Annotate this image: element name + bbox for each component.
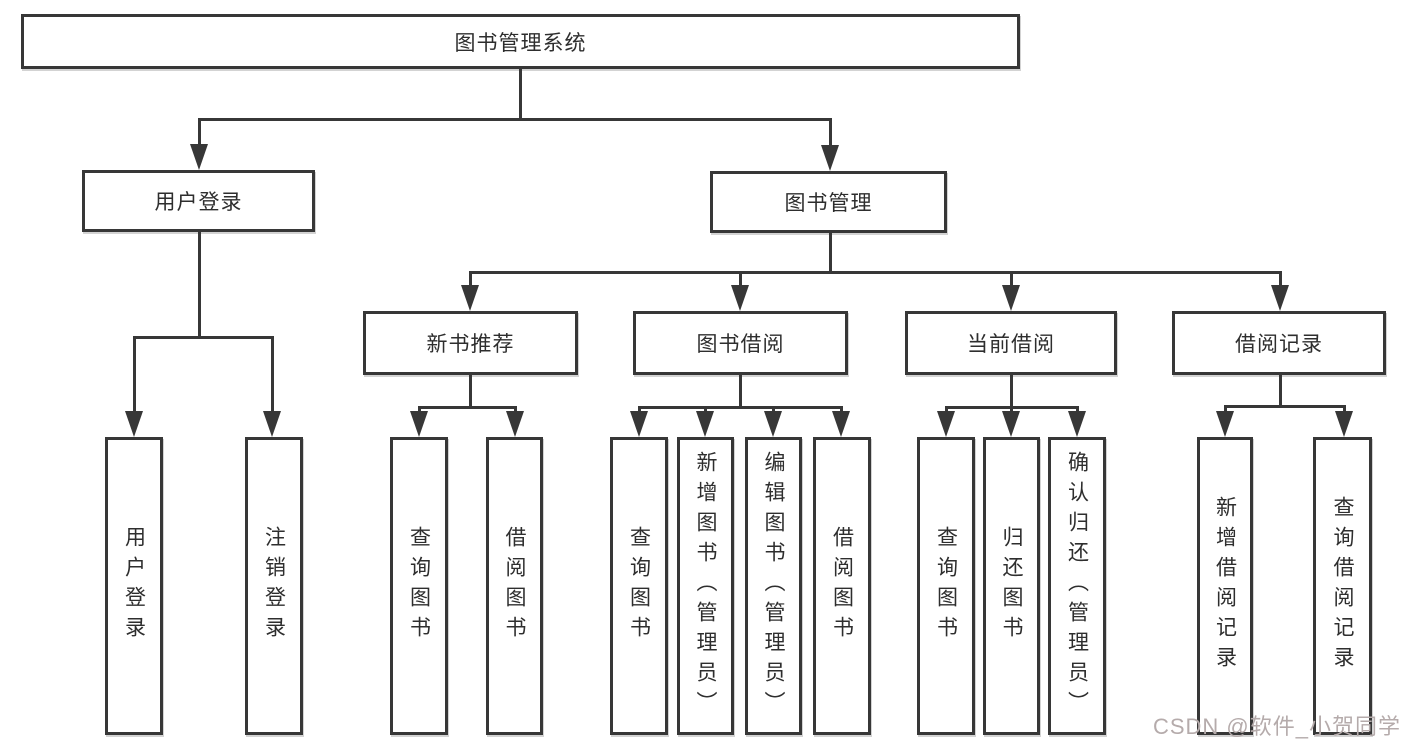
- connector-line: [1279, 375, 1282, 405]
- arrowhead-icon: [764, 411, 782, 437]
- leaf-add-books-admin: 新增图书（管理员）: [677, 437, 734, 735]
- arrowhead-icon: [190, 144, 208, 170]
- arrowhead-icon: [1335, 411, 1353, 437]
- connector-line: [418, 406, 517, 409]
- node-book-management: 图书管理: [710, 171, 947, 233]
- connector-line: [1279, 271, 1282, 287]
- arrowhead-icon: [125, 411, 143, 437]
- connector-line: [840, 406, 843, 414]
- arrowhead-icon: [832, 411, 850, 437]
- connector-line: [638, 406, 641, 414]
- node-user-login: 用户登录: [82, 170, 315, 232]
- node-label: 用户登录: [154, 191, 243, 214]
- node-library-system: 图书管理系统: [21, 14, 1020, 69]
- arrowhead-icon: [630, 411, 648, 437]
- connector-line: [198, 232, 201, 336]
- connector-line: [469, 271, 472, 287]
- arrowhead-icon: [937, 411, 955, 437]
- leaf-label: 查询图书: [407, 526, 431, 646]
- connector-line: [739, 271, 742, 287]
- leaf-confirm-return-admin: 确认归还（管理员）: [1048, 437, 1106, 735]
- connector-line: [1010, 406, 1013, 414]
- arrowhead-icon: [1002, 411, 1020, 437]
- leaf-label: 注销登录: [262, 526, 286, 646]
- leaf-query-borrow-record: 查询借阅记录: [1313, 437, 1372, 735]
- arrowhead-icon: [696, 411, 714, 437]
- connector-line: [945, 406, 948, 414]
- arrowhead-icon: [1002, 285, 1020, 311]
- connector-line: [469, 271, 1282, 274]
- connector-line: [739, 375, 742, 406]
- leaf-logout: 注销登录: [245, 437, 303, 735]
- node-label: 图书借阅: [696, 333, 785, 356]
- leaf-label: 用户登录: [122, 526, 146, 646]
- arrowhead-icon: [821, 145, 839, 171]
- connector-line: [1343, 405, 1346, 414]
- leaf-label: 查询借阅记录: [1331, 496, 1355, 676]
- leaf-query-books-recommend: 查询图书: [390, 437, 448, 735]
- node-book-borrowing: 图书借阅: [633, 311, 848, 375]
- connector-line: [514, 406, 517, 414]
- connector-line: [1010, 271, 1013, 287]
- connector-line: [1010, 375, 1013, 406]
- node-label: 借阅记录: [1235, 333, 1323, 356]
- arrowhead-icon: [1216, 411, 1234, 437]
- arrowhead-icon: [410, 411, 428, 437]
- leaf-label: 借阅图书: [830, 526, 854, 646]
- connector-line: [198, 118, 201, 146]
- leaf-label: 新增图书（管理员）: [694, 451, 718, 721]
- leaf-label: 编辑图书（管理员）: [762, 451, 786, 721]
- node-label: 当前借阅: [967, 333, 1055, 356]
- node-borrowing-records: 借阅记录: [1172, 311, 1386, 375]
- node-label: 图书管理系统: [454, 31, 587, 55]
- connector-line: [271, 336, 274, 413]
- arrowhead-icon: [1068, 411, 1086, 437]
- connector-line: [519, 69, 522, 118]
- leaf-label: 归还图书: [1000, 526, 1024, 646]
- connector-line: [133, 336, 136, 413]
- arrowhead-icon: [263, 411, 281, 437]
- leaf-user-login: 用户登录: [105, 437, 163, 735]
- connector-line: [1076, 406, 1079, 414]
- leaf-label: 借阅图书: [503, 526, 527, 646]
- connector-line: [704, 406, 707, 414]
- connector-line: [1224, 405, 1227, 414]
- leaf-add-borrow-record: 新增借阅记录: [1197, 437, 1253, 735]
- connector-line: [418, 406, 421, 414]
- leaf-label: 查询图书: [627, 526, 651, 646]
- csdn-watermark: CSDN @软件_小贺同学: [1152, 714, 1401, 739]
- node-new-book-recommend: 新书推荐: [363, 311, 578, 375]
- leaf-borrow-books: 借阅图书: [813, 437, 871, 735]
- leaf-borrow-books-recommend: 借阅图书: [486, 437, 543, 735]
- leaf-query-books-current: 查询图书: [917, 437, 975, 735]
- connector-line: [829, 233, 832, 271]
- arrowhead-icon: [461, 285, 479, 311]
- leaf-return-books: 归还图书: [983, 437, 1040, 735]
- arrowhead-icon: [506, 411, 524, 437]
- connector-line: [829, 118, 832, 147]
- connector-line: [198, 118, 832, 121]
- arrowhead-icon: [1271, 285, 1289, 311]
- connector-line: [772, 406, 775, 414]
- connector-line: [638, 406, 842, 409]
- node-current-borrowing: 当前借阅: [905, 311, 1117, 375]
- leaf-label: 新增借阅记录: [1213, 496, 1237, 676]
- connector-line: [469, 375, 472, 406]
- leaf-query-books-borrowing: 查询图书: [610, 437, 668, 735]
- connector-line: [133, 336, 274, 339]
- connector-line: [1224, 405, 1346, 408]
- node-label: 图书管理: [784, 192, 873, 215]
- leaf-edit-books-admin: 编辑图书（管理员）: [745, 437, 802, 735]
- node-label: 新书推荐: [426, 333, 515, 356]
- leaf-label: 确认归还（管理员）: [1065, 451, 1089, 721]
- leaf-label: 查询图书: [934, 526, 958, 646]
- arrowhead-icon: [731, 285, 749, 311]
